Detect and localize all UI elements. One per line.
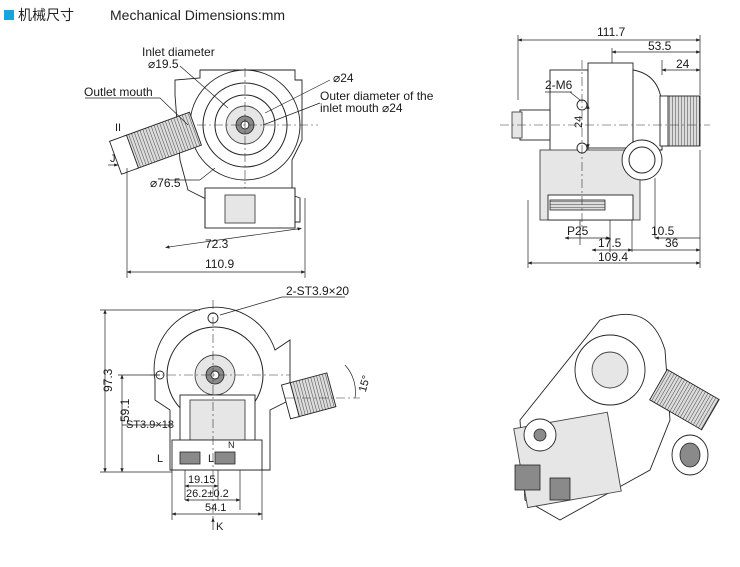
inlet-diameter-value: ⌀19.5 (148, 57, 179, 71)
terminal-n: N (228, 440, 235, 450)
view-mark-ii: II (115, 122, 121, 134)
outer-diameter-label-line1: Outer diameter of the (320, 89, 434, 103)
dim-p25: P25 (567, 224, 589, 238)
isometric-render (513, 313, 720, 521)
top-right-view: 111.7 53.5 24 2-M6 24 P25 10.5 17.5 36 1… (500, 25, 710, 268)
dim-24: 24 (676, 57, 690, 71)
dim-10-5: 10.5 (651, 224, 675, 238)
dim-54-1: 54.1 (205, 502, 226, 514)
angle-15: 15° (357, 374, 373, 393)
st-label: ST3.9×18 (126, 419, 174, 431)
inlet-diameter-label: Inlet diameter (142, 45, 215, 59)
bottom-left-view: 2-ST3.9×20 97.3 59.1 ST3.9×18 15° L L N … (100, 284, 373, 533)
dim-17-5: 17.5 (598, 236, 622, 250)
dim-59-1: 59.1 (118, 398, 132, 422)
dim-110-9: 110.9 (205, 257, 234, 271)
view-mark-j: J (110, 153, 116, 165)
title-cn: 机械尺寸 (18, 7, 74, 23)
dim-19-15: 19.15 (188, 474, 216, 486)
view-mark-k: K (216, 521, 224, 533)
dim-76-5: ⌀76.5 (150, 176, 181, 190)
dim-vert-24: 24 (573, 116, 585, 128)
dim-109-4: 109.4 (598, 250, 628, 264)
outer-diameter-label-line2: inlet mouth ⌀24 (320, 101, 403, 115)
blue-square-icon (4, 10, 14, 20)
dim-97-3: 97.3 (101, 368, 115, 392)
header-cn: 机械尺寸 (4, 6, 74, 24)
terminal-l: L (157, 453, 163, 465)
dim-36: 36 (665, 236, 679, 250)
dim-72-3: 72.3 (205, 237, 229, 251)
outlet-mouth-label: Outlet mouth (84, 85, 153, 99)
dim-53-5: 53.5 (648, 39, 672, 53)
dim-111-7: 111.7 (597, 25, 626, 39)
top-left-view: Inlet diameter ⌀19.5 Outlet mouth ⌀24 Ou… (84, 45, 434, 278)
outer-diameter-value: ⌀24 (333, 71, 354, 85)
title-en: Mechanical Dimensions:mm (110, 7, 286, 23)
header-en: Mechanical Dimensions:mm (110, 6, 285, 24)
dim-26-2: 26.2±0.2 (186, 488, 229, 500)
terminal-l2: L (208, 453, 214, 465)
thread-label-2-m6: 2-M6 (545, 78, 573, 92)
screw-label: 2-ST3.9×20 (286, 284, 349, 298)
